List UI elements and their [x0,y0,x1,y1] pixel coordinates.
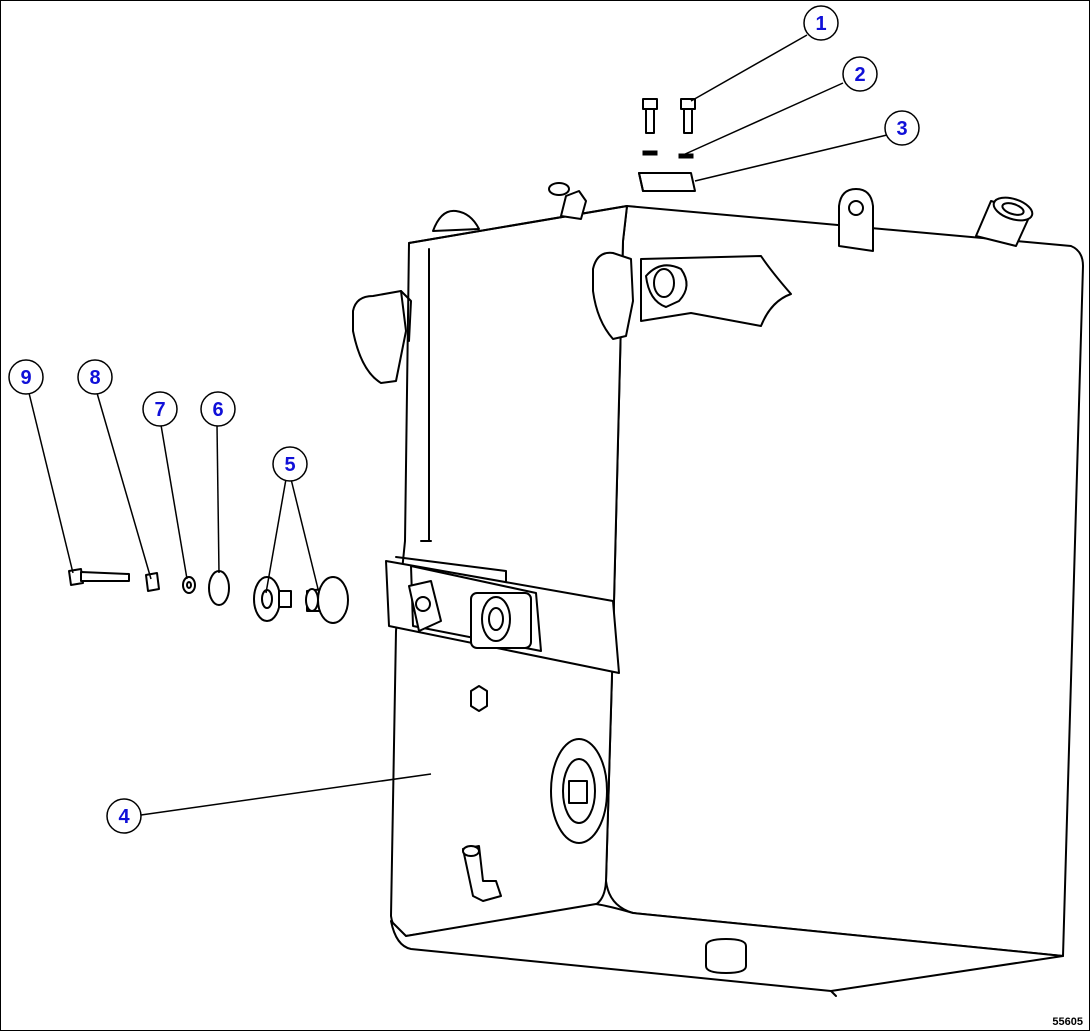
callout-9: 9 [8,359,44,395]
callout-3: 3 [884,110,920,146]
mount-bracket-left [352,290,407,384]
svg-text:6: 6 [212,399,223,421]
part-5-isolators [253,576,349,624]
side-plug [470,685,488,712]
hydraulic-tank [352,182,1084,997]
svg-text:1: 1 [815,13,826,35]
svg-text:7: 7 [154,399,165,421]
leader-lines [28,34,888,816]
callout-2: 2 [842,56,878,92]
part-8-nut [145,572,160,592]
figure-id-label: 55605 [1052,1016,1083,1028]
top-fitting [560,190,587,220]
callout-4: 4 [106,798,142,834]
callout-6: 6 [200,391,236,427]
part-6-washer [208,570,230,606]
svg-text:3: 3 [896,118,907,140]
svg-text:8: 8 [89,367,100,389]
callout-1: 1 [803,5,839,41]
tank-right-face [605,205,1084,957]
callout-8: 8 [77,359,113,395]
svg-text:9: 9 [20,367,31,389]
part-9-bolt [68,568,130,586]
bottom-plug [705,938,747,974]
svg-text:5: 5 [284,454,295,476]
part-3-block [638,172,696,192]
callout-5: 5 [272,446,308,482]
mount-bracket-right [592,251,634,340]
svg-text:2: 2 [854,64,865,86]
part-1-bolts [642,98,696,134]
lifting-eye [838,188,874,252]
callout-7: 7 [142,391,178,427]
part-7-washer [182,576,196,594]
svg-text:4: 4 [118,806,130,828]
